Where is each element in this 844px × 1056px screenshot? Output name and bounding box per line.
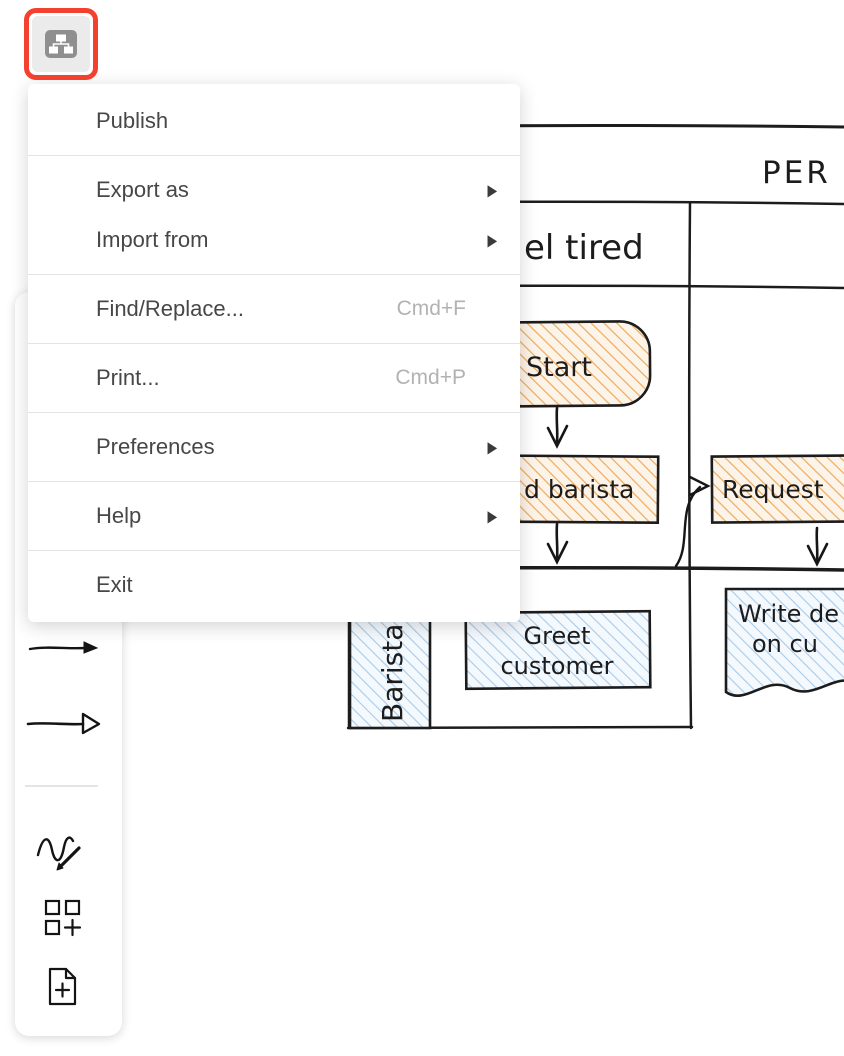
diagram-tree-icon bbox=[45, 30, 77, 58]
menu-divider bbox=[28, 155, 520, 156]
main-menu-button[interactable] bbox=[32, 16, 90, 72]
menu-item-shortcut: Cmd+P bbox=[395, 366, 466, 389]
menu-item-export-as[interactable]: Export as ▶ bbox=[28, 165, 520, 215]
menu-divider bbox=[28, 550, 520, 551]
menu-item-publish[interactable]: Publish bbox=[28, 96, 520, 146]
menu-item-preferences[interactable]: Preferences ▶ bbox=[28, 422, 520, 472]
menu-item-label: Import from bbox=[96, 227, 209, 252]
insert-page-icon[interactable] bbox=[48, 967, 77, 1006]
menu-item-label: Publish bbox=[96, 108, 169, 133]
submenu-arrow-icon: ▶ bbox=[487, 180, 498, 199]
insert-shape-icon[interactable] bbox=[44, 899, 82, 937]
submenu-arrow-icon: ▶ bbox=[487, 230, 498, 249]
menu-item-label: Print... bbox=[96, 365, 160, 390]
lane-label-text: Barista bbox=[376, 624, 409, 722]
menu-item-import-from[interactable]: Import from ▶ bbox=[28, 215, 520, 265]
scenario-label: el tired bbox=[524, 228, 644, 268]
greet-line2: customer bbox=[500, 652, 613, 680]
main-menu-dropdown: Publish Export as ▶ Import from ▶ Find/R… bbox=[28, 84, 520, 622]
arrow-barista-to-request[interactable] bbox=[674, 475, 711, 568]
find-barista-label: d barista bbox=[524, 475, 634, 504]
menu-divider bbox=[28, 343, 520, 344]
submenu-arrow-icon: ▶ bbox=[487, 506, 498, 525]
app-icon-highlight bbox=[24, 8, 98, 80]
greet-line1: Greet bbox=[524, 622, 591, 650]
menu-item-label: Preferences bbox=[96, 434, 215, 459]
request-label: Request bbox=[722, 475, 824, 504]
menu-item-find-replace[interactable]: Find/Replace... Cmd+F bbox=[28, 284, 520, 334]
request-node[interactable]: Request bbox=[710, 454, 844, 524]
write-details-node[interactable]: Write de on cu bbox=[724, 587, 844, 698]
greet-customer-node[interactable]: Greet customer bbox=[464, 609, 652, 691]
menu-divider bbox=[28, 412, 520, 413]
write-line2: on cu bbox=[752, 630, 818, 658]
menu-item-label: Find/Replace... bbox=[96, 296, 244, 321]
menu-item-label: Help bbox=[96, 503, 142, 528]
menu-item-shortcut: Cmd+F bbox=[396, 297, 466, 320]
menu-item-label: Exit bbox=[96, 572, 133, 597]
menu-item-print[interactable]: Print... Cmd+P bbox=[28, 353, 520, 403]
arrow-request-down[interactable] bbox=[806, 526, 829, 567]
menu-divider bbox=[28, 274, 520, 275]
menu-item-exit[interactable]: Exit bbox=[28, 560, 520, 610]
menu-item-help[interactable]: Help ▶ bbox=[28, 491, 520, 541]
straight-arrow-tool[interactable] bbox=[28, 641, 99, 654]
submenu-arrow-icon: ▶ bbox=[487, 437, 498, 456]
write-line1: Write de bbox=[738, 600, 839, 628]
menu-divider bbox=[28, 481, 520, 482]
freehand-draw-icon[interactable] bbox=[36, 836, 81, 871]
start-node-label: Start bbox=[526, 352, 592, 383]
table-header-label: PER bbox=[762, 155, 831, 191]
menu-item-label: Export as bbox=[96, 177, 189, 202]
open-head-arrow-tool[interactable] bbox=[26, 712, 101, 735]
arrow-start-to-barista[interactable] bbox=[546, 406, 569, 449]
arrow-barista-to-greet[interactable] bbox=[546, 522, 569, 565]
